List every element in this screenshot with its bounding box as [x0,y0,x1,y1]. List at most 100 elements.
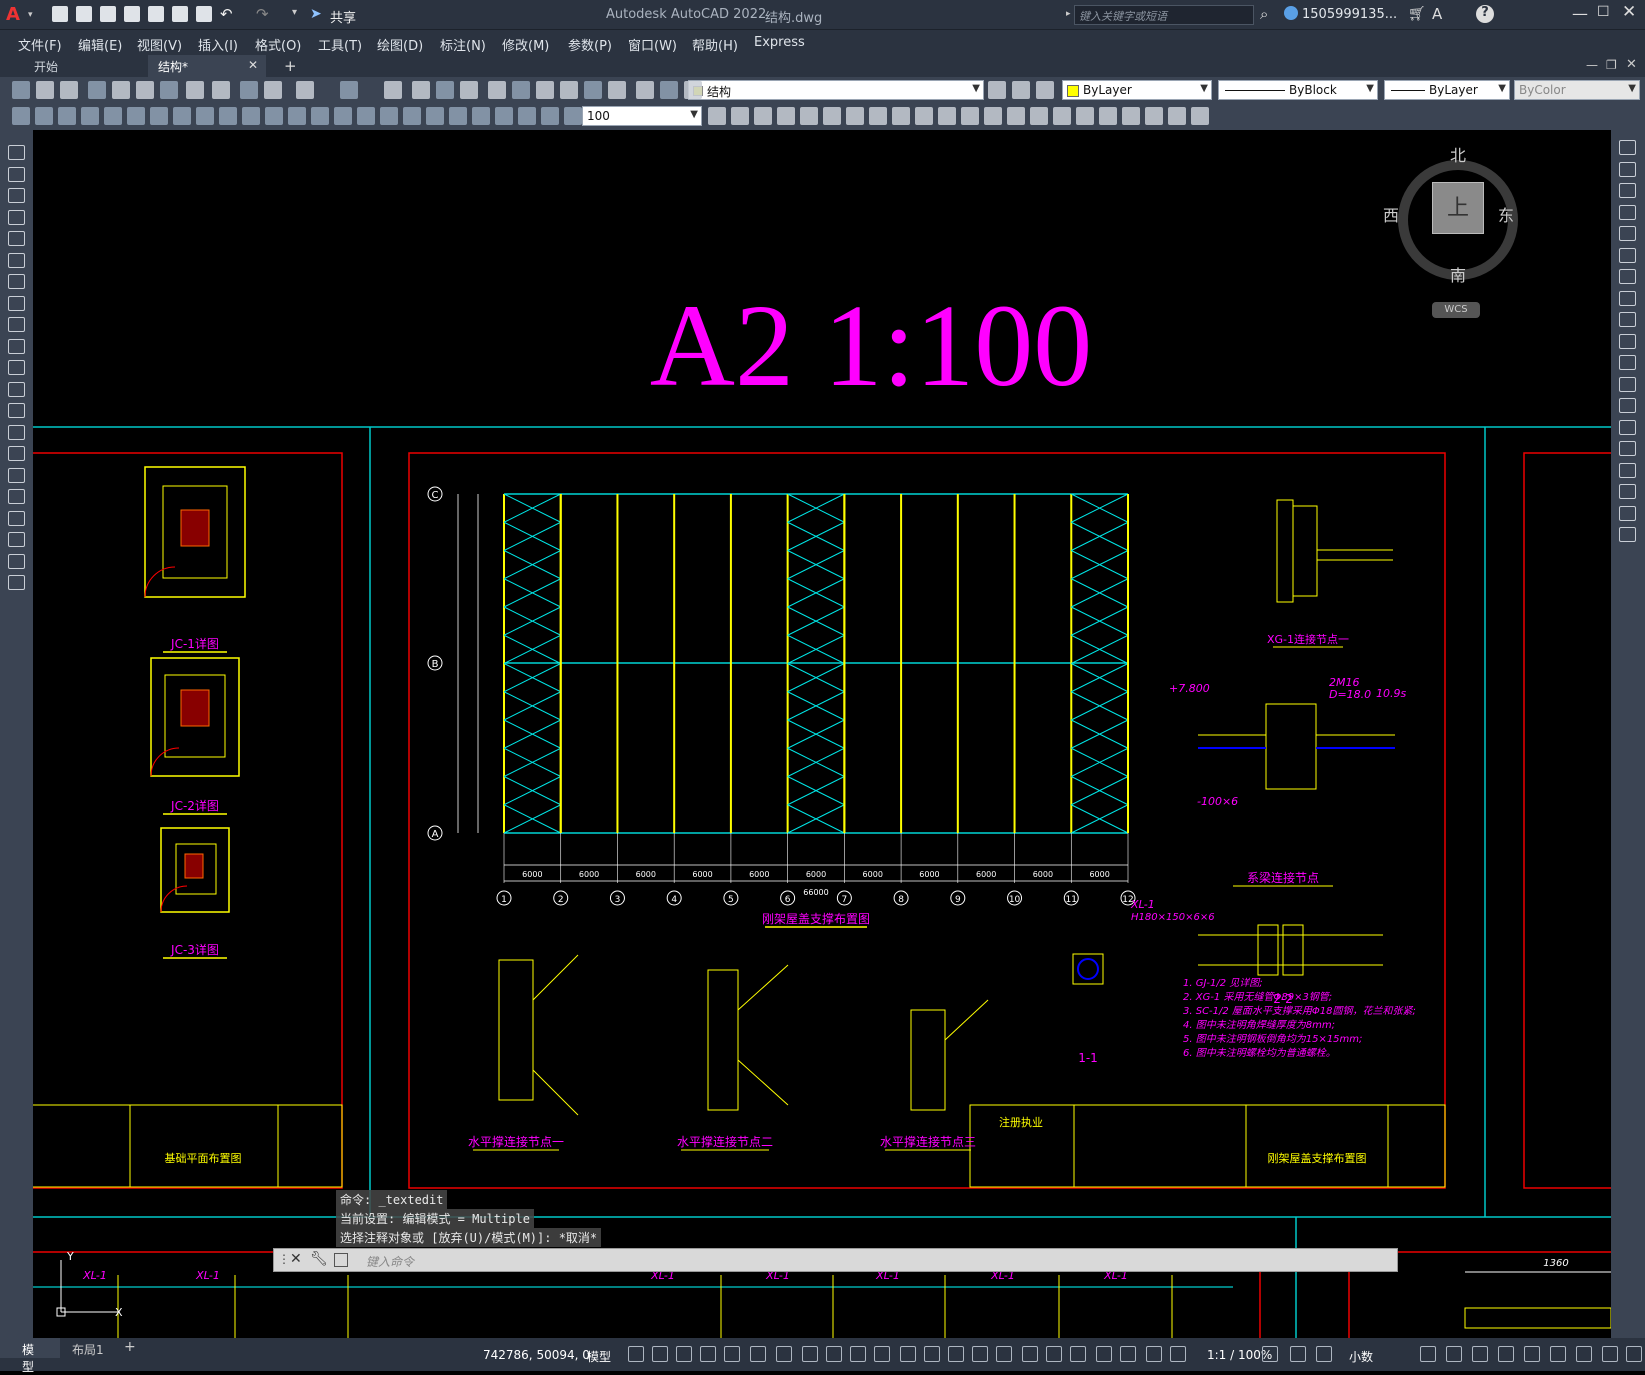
redo-icon[interactable]: ↷ [256,5,269,23]
toolbar-button-icon[interactable] [636,81,654,99]
dimension-tool-icon[interactable] [104,107,122,125]
toolbar-button-icon[interactable] [460,81,478,99]
app-menu-chevron-icon[interactable]: ▾ [28,10,33,20]
status-toggle-icon[interactable] [1524,1346,1540,1362]
modify-tool-icon[interactable] [869,107,887,125]
viewcube-east[interactable]: 东 [1498,206,1515,225]
dimension-tool-icon[interactable] [242,107,260,125]
dimension-tool-icon[interactable] [541,107,559,125]
modify-tool-icon[interactable] [823,107,841,125]
command-grip-icon[interactable]: ⋮ [278,1252,290,1266]
draw-tool-icon[interactable] [8,188,25,203]
color-dropdown[interactable]: ByLayer▼ [1062,80,1212,100]
share-icon[interactable]: ➤ [310,6,322,22]
modify-tool-icon[interactable] [754,107,772,125]
undo-icon[interactable]: ↶ [220,5,233,23]
status-toggle-icon[interactable] [826,1346,842,1362]
coordinates-readout[interactable]: 742786, 50094, 0 [483,1348,590,1362]
dimension-tool-icon[interactable] [288,107,306,125]
toolbar-button-icon[interactable] [160,81,178,99]
toolbar-button-icon[interactable] [412,81,430,99]
toolbar-button-icon[interactable] [340,81,358,99]
print-icon[interactable] [196,6,212,22]
command-recent-icon[interactable] [334,1253,348,1267]
status-toggle-icon[interactable] [724,1346,740,1362]
status-toggle-icon[interactable] [1472,1346,1488,1362]
dim-scale-dropdown[interactable]: 100▼ [582,106,702,126]
lineweight-dropdown[interactable]: ByLayer▼ [1384,80,1510,100]
dimension-tool-icon[interactable] [173,107,191,125]
toolbar-button-icon[interactable] [136,81,154,99]
viewcube-south[interactable]: 南 [1450,266,1467,285]
modify-tool-icon[interactable] [1619,505,1636,521]
status-toggle-icon[interactable] [1022,1346,1038,1362]
modify-tool-icon[interactable] [1122,107,1140,125]
menu-item[interactable]: 窗口(W) [628,39,677,54]
menu-item[interactable]: 标注(N) [440,39,486,54]
layer-tool-icon[interactable] [1012,81,1030,99]
add-layout-icon[interactable]: + [124,1339,136,1355]
toolbar-button-icon[interactable] [488,81,506,99]
draw-tool-icon[interactable] [8,317,25,332]
modify-tool-icon[interactable] [1619,140,1636,155]
minimize-icon[interactable]: — [1572,4,1588,23]
toolbar-button-icon[interactable] [36,81,54,99]
modify-tool-icon[interactable] [1619,333,1636,349]
draw-tool-icon[interactable] [8,360,25,375]
menu-item[interactable]: 绘图(D) [377,39,424,54]
status-toggle-icon[interactable] [1170,1346,1186,1362]
tab-structure[interactable]: 结构* [148,55,266,77]
status-toggle-icon[interactable] [1498,1346,1514,1362]
menu-item[interactable]: 修改(M) [502,39,550,54]
dimension-tool-icon[interactable] [380,107,398,125]
status-toggle-icon[interactable] [1550,1346,1566,1362]
status-toggle-icon[interactable] [1290,1346,1306,1362]
status-toggle-icon[interactable] [1070,1346,1086,1362]
layer-tool-icon[interactable] [1036,81,1054,99]
modify-tool-icon[interactable] [1619,312,1636,327]
status-toggle-icon[interactable] [948,1346,964,1362]
save-icon[interactable] [100,6,116,22]
modify-tool-icon[interactable] [777,107,795,125]
maximize-icon[interactable]: ☐ [1597,4,1610,20]
modify-tool-icon[interactable] [1619,441,1636,456]
modify-tool-icon[interactable] [1191,107,1209,125]
modify-tool-icon[interactable] [1619,183,1636,198]
toolbar-button-icon[interactable] [60,81,78,99]
dimension-tool-icon[interactable] [357,107,375,125]
dimension-tool-icon[interactable] [58,107,76,125]
status-toggle-icon[interactable] [900,1346,916,1362]
toolbar-button-icon[interactable] [296,81,314,99]
status-toggle-icon[interactable] [1420,1346,1436,1362]
linetype-dropdown[interactable]: ByBlock▼ [1218,80,1378,100]
cart-icon[interactable]: 🛒︎ [1408,6,1426,22]
toolbar-button-icon[interactable] [608,81,626,99]
status-toggle-icon[interactable] [1446,1346,1462,1362]
modify-tool-icon[interactable] [938,107,956,125]
toolbar-button-icon[interactable] [186,81,204,99]
modify-tool-icon[interactable] [846,107,864,125]
dimension-tool-icon[interactable] [518,107,536,125]
wcs-button[interactable]: WCS [1432,302,1480,318]
menu-item[interactable]: 帮助(H) [692,39,738,54]
menu-item[interactable]: 参数(P) [568,39,612,54]
modify-tool-icon[interactable] [1619,161,1636,177]
status-toggle-icon[interactable] [652,1346,668,1362]
tab-close-icon[interactable]: ✕ [248,58,259,72]
draw-tool-icon[interactable] [8,209,25,225]
status-toggle-icon[interactable] [750,1346,766,1362]
modify-tool-icon[interactable] [1619,247,1636,263]
menu-item[interactable]: Express [754,35,805,50]
modify-tool-icon[interactable] [1619,355,1636,370]
status-toggle-icon[interactable] [1316,1346,1332,1362]
draw-tool-icon[interactable] [8,381,25,397]
status-toggle-icon[interactable] [776,1346,792,1362]
status-toggle-icon[interactable] [1046,1346,1062,1362]
layer-tool-icon[interactable] [988,81,1006,99]
toolbar-button-icon[interactable] [684,81,702,99]
toolbar-button-icon[interactable] [436,81,454,99]
dimension-tool-icon[interactable] [127,107,145,125]
dimension-tool-icon[interactable] [311,107,329,125]
open-web-icon[interactable] [148,6,164,22]
